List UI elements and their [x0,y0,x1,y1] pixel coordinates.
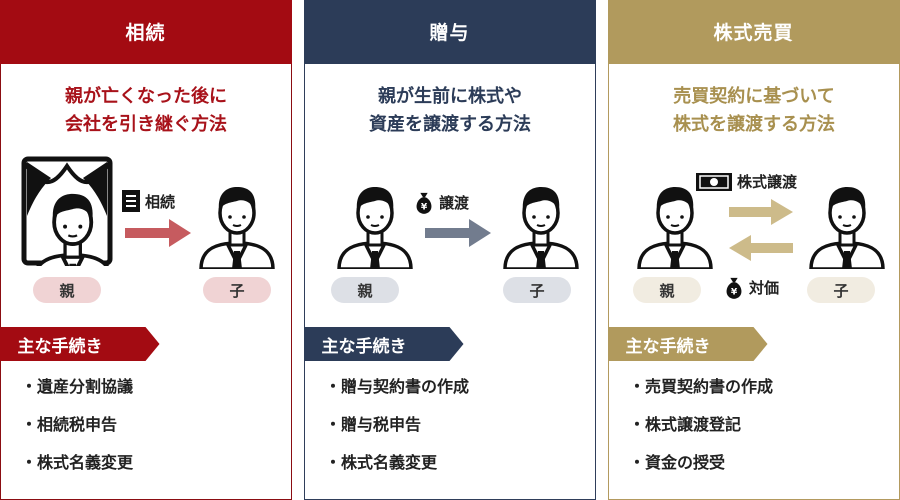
card-title: 贈与 [303,0,596,64]
card-inheritance: 相続 親が亡くなった後に 会社を引き継ぐ方法 親 相続 子 主な手続き 遺産分割… [0,0,292,500]
list-item: 贈与税申告 [325,413,469,451]
parent-badge: 親 [33,277,101,303]
list-item: 株式名義変更 [325,451,469,489]
list-item: 株式名義変更 [21,451,133,489]
flow-label: 相続 [121,189,175,213]
return-label: 対価 [723,274,779,300]
list-item: 株式譲渡登記 [629,413,773,451]
list-item: 資金の授受 [629,451,773,489]
flow-label: 株式譲渡 [695,171,797,192]
transfer-arrow [729,199,793,225]
procedure-list: 贈与契約書の作成 贈与税申告 株式名義変更 [325,375,469,489]
banknote-icon [696,172,732,191]
procedure-list: 遺産分割協議 相続税申告 株式名義変更 [21,375,133,489]
parent-person-icon [335,179,415,269]
return-arrow [729,235,793,261]
child-badge: 子 [807,277,875,303]
list-item: 相続税申告 [21,413,133,451]
child-person-icon [807,179,887,269]
list-item: 売買契約書の作成 [629,375,773,413]
procedures-tag: 主な手続き [0,327,160,361]
list-item: 贈与契約書の作成 [325,375,469,413]
money-bag-icon [723,274,745,300]
flow-label: 譲渡 [413,189,469,215]
child-person-icon [197,179,277,269]
parent-badge: 親 [331,277,399,303]
transfer-arrow [125,219,191,247]
list-item: 遺産分割協議 [21,375,133,413]
card-gift: 贈与 親が生前に株式や 資産を譲渡する方法 親 譲渡 子 主な手続き 贈与契約書… [303,0,596,500]
card-share-sale: 株式売買 売買契約に基づいて 株式を譲渡する方法 親 株式譲渡 対価 子 主な手… [607,0,900,500]
parent-badge: 親 [633,277,701,303]
deceased-parent-portrait-icon [21,156,113,266]
card-description: 親が生前に株式や 資産を譲渡する方法 [369,86,531,135]
procedures-tag: 主な手続き [303,327,464,361]
card-description: 売買契約に基づいて 株式を譲渡する方法 [673,86,835,135]
card-title: 相続 [0,0,292,64]
child-badge: 子 [203,277,271,303]
child-person-icon [501,179,581,269]
document-icon [122,190,140,212]
parent-person-icon [635,179,715,269]
card-description: 親が亡くなった後に 会社を引き継ぐ方法 [65,86,227,135]
card-title: 株式売買 [607,0,900,64]
money-bag-icon [413,189,435,215]
procedure-list: 売買契約書の作成 株式譲渡登記 資金の授受 [629,375,773,489]
transfer-arrow [425,219,491,247]
child-badge: 子 [503,277,571,303]
procedures-tag: 主な手続き [607,327,768,361]
